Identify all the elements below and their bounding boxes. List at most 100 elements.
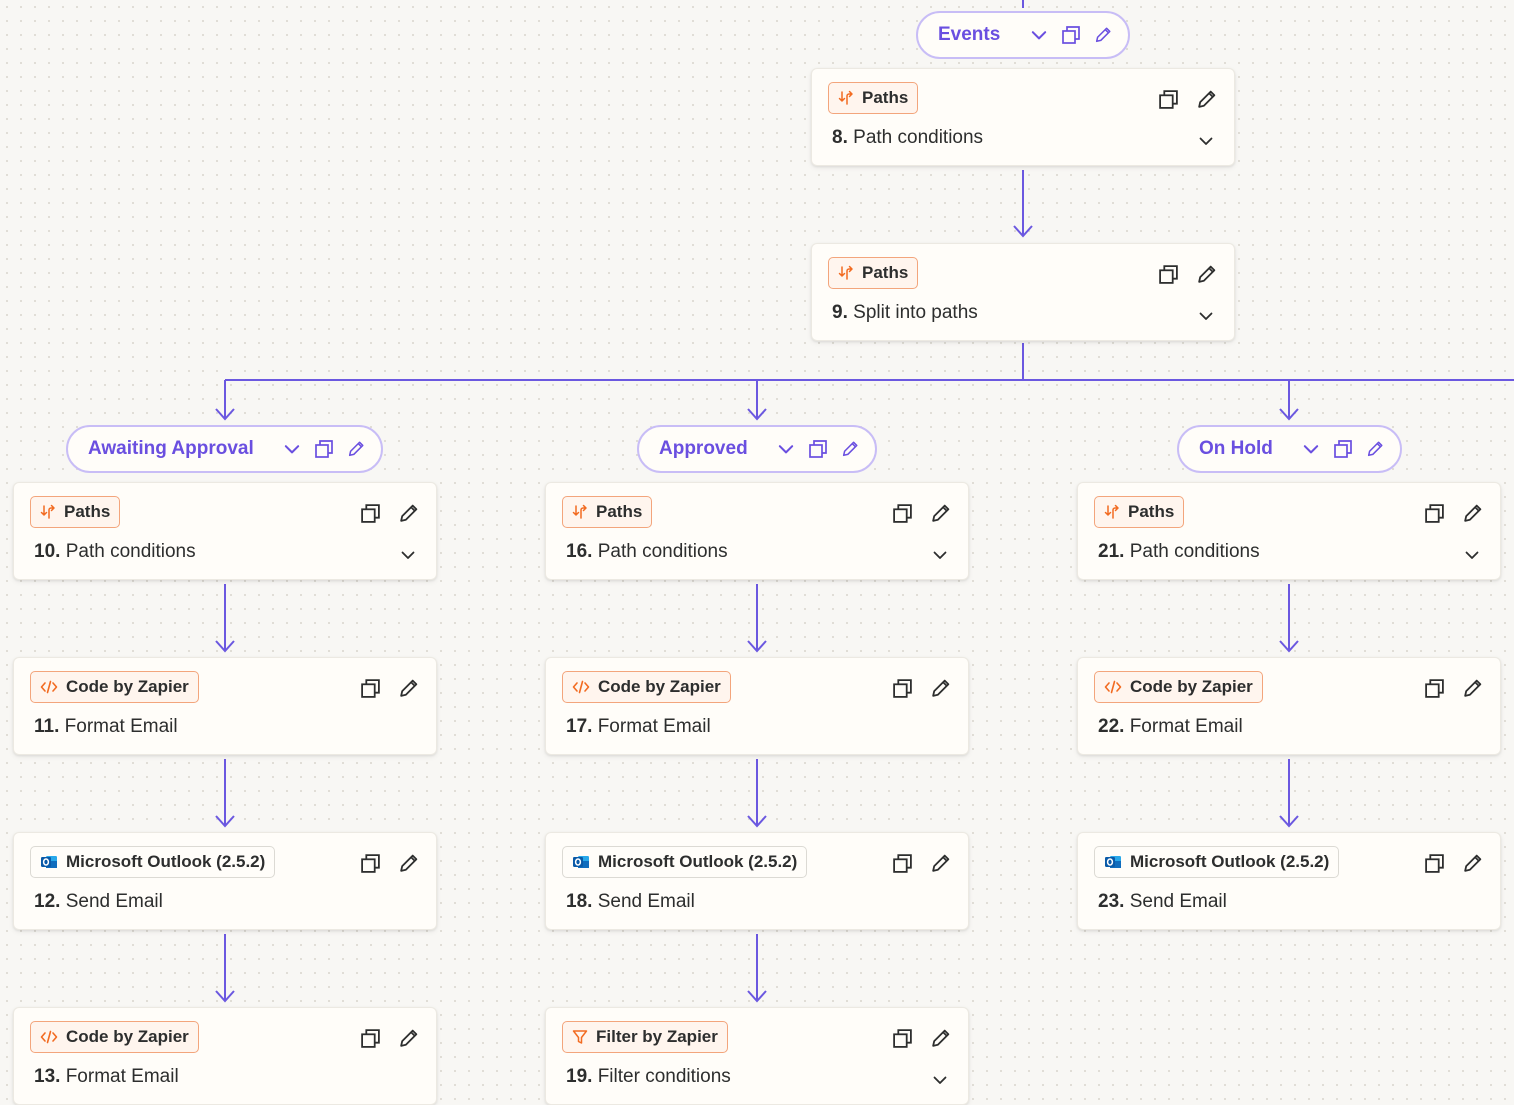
outlook-icon: [40, 853, 58, 871]
step-card-11[interactable]: Code by Zapier 11. Format Email: [13, 657, 437, 755]
edit-pencil-icon[interactable]: [928, 501, 952, 525]
app-badge: Paths: [828, 82, 919, 114]
edit-pencil-icon[interactable]: [1092, 24, 1114, 46]
copy-icon[interactable]: [358, 676, 382, 700]
step-number: 19.: [566, 1066, 593, 1087]
copy-icon[interactable]: [1156, 262, 1180, 286]
chevron-down-icon[interactable]: [930, 1070, 950, 1090]
step-name: Filter conditions: [597, 1066, 731, 1087]
edit-pencil-icon[interactable]: [1460, 501, 1484, 525]
step-card-16[interactable]: Paths 16. Path conditions: [545, 482, 969, 580]
step-number: 22.: [1098, 716, 1125, 737]
edit-pencil-icon[interactable]: [396, 1026, 420, 1050]
step-name: Format Email: [65, 1066, 179, 1087]
branch-approved[interactable]: Approved: [637, 425, 877, 473]
copy-icon[interactable]: [890, 676, 914, 700]
paths-icon: [40, 504, 56, 520]
copy-icon[interactable]: [358, 851, 382, 875]
branch-label: Awaiting Approval: [88, 438, 254, 459]
chevron-down-icon[interactable]: [1462, 545, 1482, 565]
code-icon: [40, 679, 58, 695]
step-card-19[interactable]: Filter by Zapier 19. Filter conditions: [545, 1007, 969, 1105]
copy-icon[interactable]: [890, 851, 914, 875]
app-name: Code by Zapier: [598, 677, 721, 696]
copy-icon[interactable]: [1422, 851, 1446, 875]
copy-icon[interactable]: [358, 1026, 382, 1050]
chevron-down-icon[interactable]: [281, 438, 303, 460]
step-name: Path conditions: [1129, 541, 1260, 562]
chevron-down-icon[interactable]: [1028, 24, 1050, 46]
step-card-17[interactable]: Code by Zapier 17. Format Email: [545, 657, 969, 755]
edit-pencil-icon[interactable]: [928, 1026, 952, 1050]
edit-pencil-icon[interactable]: [1460, 851, 1484, 875]
step-title: 8. Path conditions: [832, 127, 983, 149]
copy-icon[interactable]: [807, 438, 829, 460]
step-title: 10. Path conditions: [34, 541, 196, 563]
edit-pencil-icon[interactable]: [1194, 87, 1218, 111]
branch-label: Events: [938, 24, 1001, 45]
step-card-13[interactable]: Code by Zapier 13. Format Email: [13, 1007, 437, 1105]
copy-icon[interactable]: [1332, 438, 1354, 460]
edit-pencil-icon[interactable]: [396, 501, 420, 525]
step-card-23[interactable]: Microsoft Outlook (2.5.2) 23. Send Email: [1077, 832, 1501, 930]
app-badge: Paths: [1094, 496, 1185, 528]
step-card-8[interactable]: Paths 8. Path conditions: [811, 68, 1235, 166]
edit-pencil-icon[interactable]: [1364, 438, 1386, 460]
edit-pencil-icon[interactable]: [928, 851, 952, 875]
copy-icon[interactable]: [1156, 87, 1180, 111]
edit-pencil-icon[interactable]: [396, 676, 420, 700]
chevron-down-icon[interactable]: [1196, 131, 1216, 151]
copy-icon[interactable]: [358, 501, 382, 525]
step-name: Path conditions: [65, 541, 196, 562]
app-badge: Paths: [30, 496, 121, 528]
edit-pencil-icon[interactable]: [396, 851, 420, 875]
edit-pencil-icon[interactable]: [1460, 676, 1484, 700]
step-name: Send Email: [1129, 891, 1227, 912]
chevron-down-icon[interactable]: [1196, 306, 1216, 326]
chevron-down-icon[interactable]: [398, 545, 418, 565]
copy-icon[interactable]: [890, 1026, 914, 1050]
code-icon: [40, 1029, 58, 1045]
app-name: Code by Zapier: [66, 1027, 189, 1046]
paths-icon: [572, 504, 588, 520]
chevron-down-icon[interactable]: [1300, 438, 1322, 460]
branch-events[interactable]: Events: [916, 11, 1130, 59]
edit-pencil-icon[interactable]: [1194, 262, 1218, 286]
chevron-down-icon[interactable]: [930, 545, 950, 565]
branch-on-hold[interactable]: On Hold: [1177, 425, 1402, 473]
step-title: 19. Filter conditions: [566, 1066, 731, 1088]
app-badge: Code by Zapier: [562, 671, 731, 703]
app-name: Paths: [64, 502, 111, 521]
outlook-icon: [1104, 853, 1122, 871]
edit-pencil-icon[interactable]: [345, 438, 367, 460]
step-number: 8.: [832, 127, 848, 148]
step-number: 23.: [1098, 891, 1125, 912]
branch-awaiting-approval[interactable]: Awaiting Approval: [66, 425, 383, 473]
step-number: 13.: [34, 1066, 61, 1087]
step-name: Format Email: [597, 716, 711, 737]
copy-icon[interactable]: [1422, 676, 1446, 700]
copy-icon[interactable]: [1422, 501, 1446, 525]
copy-icon[interactable]: [890, 501, 914, 525]
paths-icon: [1104, 504, 1120, 520]
step-card-10[interactable]: Paths 10. Path conditions: [13, 482, 437, 580]
app-badge: Code by Zapier: [30, 1021, 199, 1053]
step-card-21[interactable]: Paths 21. Path conditions: [1077, 482, 1501, 580]
step-name: Path conditions: [597, 541, 728, 562]
step-card-18[interactable]: Microsoft Outlook (2.5.2) 18. Send Email: [545, 832, 969, 930]
chevron-down-icon[interactable]: [775, 438, 797, 460]
app-name: Filter by Zapier: [596, 1027, 718, 1046]
copy-icon[interactable]: [313, 438, 335, 460]
step-name: Format Email: [1129, 716, 1243, 737]
step-card-12[interactable]: Microsoft Outlook (2.5.2) 12. Send Email: [13, 832, 437, 930]
edit-pencil-icon[interactable]: [928, 676, 952, 700]
step-card-9[interactable]: Paths 9. Split into paths: [811, 243, 1235, 341]
app-badge: Microsoft Outlook (2.5.2): [1094, 846, 1340, 878]
step-name: Send Email: [597, 891, 695, 912]
branch-label: On Hold: [1199, 438, 1273, 459]
edit-pencil-icon[interactable]: [839, 438, 861, 460]
copy-icon[interactable]: [1060, 24, 1082, 46]
step-card-22[interactable]: Code by Zapier 22. Format Email: [1077, 657, 1501, 755]
step-title: 11. Format Email: [34, 716, 178, 738]
step-number: 9.: [832, 302, 848, 323]
